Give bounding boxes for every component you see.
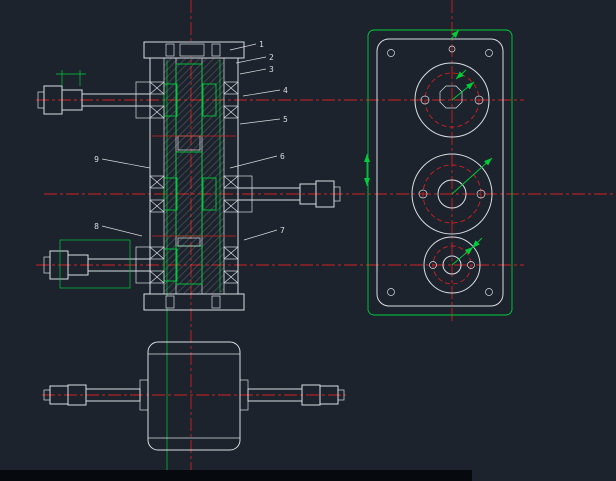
leader	[229, 155, 278, 169]
gear-top-pinion-right	[202, 83, 217, 117]
bolt-circle	[422, 164, 482, 224]
gear-bottom-pinion-left	[163, 248, 178, 282]
green-dimensions-front	[56, 70, 131, 289]
shaft-octagon	[439, 85, 463, 109]
housing	[135, 41, 253, 311]
bolt-circle	[424, 72, 480, 128]
callout-5: 5	[239, 115, 288, 125]
bore-bottom	[423, 236, 481, 294]
callout-4-label: 4	[283, 86, 288, 95]
leader-arrow	[455, 69, 467, 80]
shaft-body	[81, 93, 151, 107]
leader-arrow	[449, 29, 460, 41]
bore-outline	[411, 153, 493, 235]
bolt-hole	[474, 95, 484, 105]
shaft-end-cap	[333, 186, 341, 202]
callout-9: 9	[94, 155, 151, 169]
leader-arrow	[451, 157, 493, 195]
callout-1: 1	[229, 40, 264, 51]
pitch-lines	[152, 135, 236, 237]
bolt-circle	[432, 245, 472, 285]
hole	[485, 49, 493, 57]
callout-2: 2	[235, 53, 274, 64]
cap-bolt-left	[165, 43, 175, 57]
callout-8: 8	[94, 222, 143, 237]
input-shaft-top	[37, 85, 151, 115]
front-section-view	[37, 41, 341, 311]
callout-7: 7	[243, 226, 285, 241]
leader-arrow	[471, 237, 483, 249]
leader	[239, 68, 267, 75]
bottom-view	[43, 341, 345, 451]
base-bolt-left	[165, 295, 175, 309]
shaft-section-lower	[177, 237, 201, 247]
bore-middle	[411, 153, 493, 235]
horizontal-scrollbar[interactable]	[0, 470, 616, 481]
callout-5-label: 5	[283, 115, 288, 124]
interior-hatch	[164, 58, 224, 294]
dimension-annotations-side	[364, 29, 493, 266]
bolt-hole	[418, 189, 428, 199]
cap-bolt-right	[211, 43, 221, 57]
output-shaft-middle	[237, 180, 341, 208]
leader-arrow	[451, 246, 474, 266]
hole	[485, 288, 493, 296]
callout-2-label: 2	[269, 53, 274, 62]
callouts: 1 2 3 4 5 6 7 8	[94, 40, 288, 241]
bolt-hole	[476, 189, 486, 199]
mounting-holes	[387, 45, 493, 296]
dim-box-bottom-coupling	[59, 239, 131, 289]
leader-arrow	[451, 81, 475, 101]
centerlines	[36, 0, 614, 470]
leader	[235, 56, 267, 64]
bore-top	[414, 62, 490, 138]
shaft-right	[247, 384, 345, 406]
callout-8-label: 8	[94, 222, 99, 231]
shaft-end-cap	[43, 389, 51, 401]
bore-outline	[414, 62, 490, 138]
bolt-hole	[420, 95, 430, 105]
callout-3: 3	[239, 65, 274, 75]
hole	[387, 288, 395, 296]
leader	[229, 43, 257, 51]
gear-top-pinion-left	[163, 83, 178, 117]
callout-1-label: 1	[259, 40, 264, 49]
callout-4: 4	[242, 86, 288, 97]
callout-6-label: 6	[280, 152, 285, 161]
side-view	[364, 29, 513, 316]
callout-3-label: 3	[269, 65, 274, 74]
housing-bottom-cap	[143, 293, 245, 311]
scrollbar-thumb[interactable]	[0, 470, 472, 481]
shaft-end-cap	[337, 389, 345, 401]
hole	[387, 49, 395, 57]
shaft-bore	[442, 255, 462, 275]
leader	[239, 118, 281, 125]
leader	[242, 89, 281, 97]
shaft-left	[43, 384, 141, 406]
hole	[448, 45, 456, 53]
shaft-body	[87, 258, 151, 272]
bolt-hole	[429, 261, 437, 269]
callout-6: 6	[229, 152, 285, 169]
shaft-bottom	[43, 250, 151, 280]
body-outline	[147, 341, 241, 451]
plate-outer-outline	[367, 29, 513, 316]
bore-outline	[423, 236, 481, 294]
gear-middle-pinion-left	[163, 177, 178, 211]
cap-detail-center	[179, 43, 205, 57]
callout-7-label: 7	[280, 226, 285, 235]
leader	[101, 158, 151, 169]
leader	[243, 229, 278, 241]
callout-9-label: 9	[94, 155, 99, 164]
shaft-bore	[437, 179, 467, 209]
bolt-hole	[467, 261, 475, 269]
base-bolt-right	[211, 295, 221, 309]
plate-inner-outline	[376, 38, 504, 307]
gear-middle-pinion-right	[202, 177, 217, 211]
leader	[101, 225, 143, 237]
